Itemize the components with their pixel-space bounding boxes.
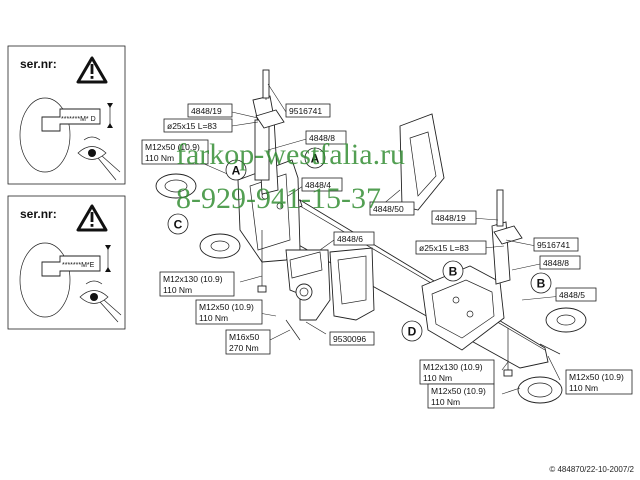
svg-text:9516741: 9516741 xyxy=(289,106,322,116)
svg-text:110 Nm: 110 Nm xyxy=(163,285,192,295)
eye-inspect-icon xyxy=(79,280,122,323)
svg-text:110 Nm: 110 Nm xyxy=(199,313,228,323)
serial-notice-panel-top: ser.nr: *******M* D xyxy=(7,45,126,185)
svg-text:M12x50 (10.9): M12x50 (10.9) xyxy=(569,372,624,382)
label-bolt-m12x50-a: M12x50 (10.9) 110 Nm xyxy=(141,139,209,165)
label-4848-19-b: 4848/19 xyxy=(431,210,477,225)
copyright-notice: © 484870/22-10-2007/2 xyxy=(549,465,634,474)
label-bolt-m16x50: M16x50 270 Nm xyxy=(225,329,271,355)
washer-left-lower xyxy=(199,233,241,259)
svg-text:110 Nm: 110 Nm xyxy=(431,397,460,407)
callout-C: C xyxy=(167,213,189,235)
washer-right-upper xyxy=(545,307,587,333)
label-4848-4: 4848/4 xyxy=(301,177,343,192)
svg-text:4848/50: 4848/50 xyxy=(373,204,404,214)
svg-text:M12x50 (10.9): M12x50 (10.9) xyxy=(145,142,200,152)
svg-text:ø25x15 L=83: ø25x15 L=83 xyxy=(167,121,217,131)
label-bolt-m12x130-a: M12x130 (10.9) 110 Nm xyxy=(159,271,235,297)
watermark-site: farkop-westfalia.ru xyxy=(176,138,405,171)
washer-left-upper xyxy=(155,173,197,199)
svg-text:4848/8: 4848/8 xyxy=(543,258,569,268)
svg-text:D: D xyxy=(408,325,417,339)
label-bolt-m12x50-d: M12x50 (10.9) 110 Nm xyxy=(565,369,633,395)
svg-text:110 Nm: 110 Nm xyxy=(145,153,174,163)
svg-text:B: B xyxy=(537,277,546,291)
panel-bottom-plate-text: *******M*E xyxy=(62,262,95,269)
panel-top-title: ser.nr: xyxy=(20,57,57,71)
label-4848-50: 4848/50 xyxy=(369,201,415,216)
svg-text:9516741: 9516741 xyxy=(537,240,570,250)
callout-A-right: A xyxy=(304,147,326,169)
watermark-phone: 8-929-941-15-37 xyxy=(176,182,381,215)
svg-text:M12x50 (10.9): M12x50 (10.9) xyxy=(431,386,486,396)
svg-text:M12x130 (10.9): M12x130 (10.9) xyxy=(163,274,223,284)
svg-text:C: C xyxy=(174,218,183,232)
label-4848-5: 4848/5 xyxy=(555,287,597,302)
label-4848-6: 4848/6 xyxy=(333,231,375,246)
panel-bottom-title: ser.nr: xyxy=(20,207,57,221)
svg-text:4848/6: 4848/6 xyxy=(337,234,363,244)
svg-text:A: A xyxy=(311,152,320,166)
svg-text:4848/4: 4848/4 xyxy=(305,180,331,190)
svg-text:4848/19: 4848/19 xyxy=(191,106,222,116)
svg-text:M12x50 (10.9): M12x50 (10.9) xyxy=(199,302,254,312)
svg-text:M12x130 (10.9): M12x130 (10.9) xyxy=(423,362,483,372)
warning-triangle-icon xyxy=(76,204,108,232)
callout-A-left: A xyxy=(225,159,247,181)
callout-B-right: B xyxy=(530,272,552,294)
label-4848-19-a: 4848/19 xyxy=(187,103,233,118)
washer-right-lower xyxy=(517,376,563,404)
svg-text:270 Nm: 270 Nm xyxy=(229,343,259,353)
label-bolt-m12x130-b: M12x130 (10.9) 110 Nm xyxy=(419,359,495,385)
label-bolt-m12x50-b: M12x50 (10.9) 110 Nm xyxy=(195,299,263,325)
svg-text:4848/8: 4848/8 xyxy=(309,133,335,143)
svg-text:110 Nm: 110 Nm xyxy=(569,383,598,393)
svg-text:4848/19: 4848/19 xyxy=(435,213,466,223)
label-9530096: 9530096 xyxy=(329,331,375,346)
warning-triangle-icon xyxy=(76,56,108,84)
label-9516741-b: 9516741 xyxy=(533,237,579,252)
serial-plate-illustration: *******M*E xyxy=(19,242,111,318)
svg-text:4848/5: 4848/5 xyxy=(559,290,585,300)
callout-D: D xyxy=(401,320,423,342)
callout-B-left: B xyxy=(442,260,464,282)
label-9516741-a: 9516741 xyxy=(285,103,331,118)
panel-top-plate-text: *******M* D xyxy=(61,116,96,123)
serial-notice-panel-bottom: ser.nr: *******M*E xyxy=(7,195,126,330)
svg-text:ø25x15 L=83: ø25x15 L=83 xyxy=(419,243,469,253)
label-4848-8-b: 4848/8 xyxy=(539,255,581,270)
label-bolt-m12x50-c: M12x50 (10.9) 110 Nm xyxy=(427,383,495,409)
right-mount-bracket xyxy=(421,265,505,351)
svg-text:B: B xyxy=(449,265,458,279)
svg-text:110 Nm: 110 Nm xyxy=(423,373,452,383)
svg-text:M16x50: M16x50 xyxy=(229,332,260,342)
label-4848-8-a: 4848/8 xyxy=(305,130,347,145)
eye-inspect-icon xyxy=(77,136,121,181)
svg-text:9530096: 9530096 xyxy=(333,334,366,344)
svg-text:A: A xyxy=(232,164,241,178)
label-spacer-a: ø25x15 L=83 xyxy=(163,118,233,133)
label-spacer-b: ø25x15 L=83 xyxy=(415,240,487,255)
serial-plate-illustration: *******M* D xyxy=(19,97,113,173)
